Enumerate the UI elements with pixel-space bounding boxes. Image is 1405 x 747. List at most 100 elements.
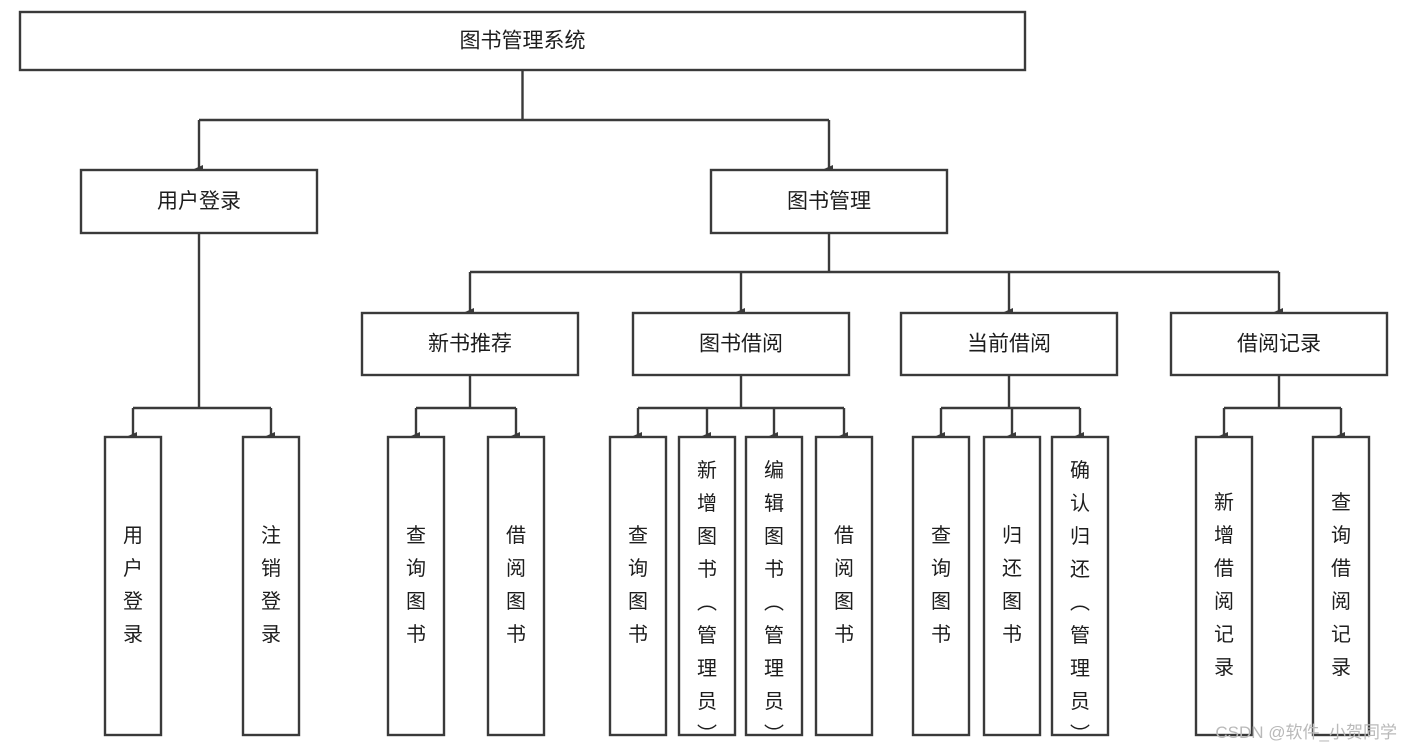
node-label-char: 销 bbox=[261, 557, 281, 580]
node-label-char: ︶ bbox=[764, 723, 784, 746]
node-label-char: 确 bbox=[1070, 459, 1090, 482]
node-label-char: 借 bbox=[834, 524, 854, 547]
node-borrow-record[interactable]: 借阅记录 bbox=[1169, 311, 1389, 377]
edges-layer bbox=[128, 70, 1345, 440]
node-label-char: 归 bbox=[1070, 525, 1090, 548]
node-label-char: 询 bbox=[406, 557, 426, 580]
node-label-char: 员 bbox=[1070, 691, 1090, 713]
node-label-char: 阅 bbox=[1331, 590, 1351, 613]
node-label-char: ︶ bbox=[697, 723, 717, 746]
level1-node-box bbox=[709, 168, 949, 235]
node-label-char: 户 bbox=[123, 557, 143, 580]
node-label: 图书管理 bbox=[787, 190, 871, 213]
node-label-char: 图 bbox=[506, 591, 526, 613]
node-label-char: 新 bbox=[1214, 491, 1234, 514]
node-label-char: 借 bbox=[506, 524, 526, 547]
node-label-char: 记 bbox=[1331, 623, 1351, 646]
node-label-char: 阅 bbox=[506, 557, 526, 580]
leaf-node-box bbox=[486, 435, 546, 737]
node-label-char: 录 bbox=[1331, 657, 1351, 679]
node-label-char: 借 bbox=[1214, 557, 1234, 580]
node-book-borrow[interactable]: 图书借阅 bbox=[631, 311, 851, 377]
node-label-char: 书 bbox=[506, 623, 526, 646]
node-label: 图书借阅 bbox=[699, 333, 783, 356]
node-label-char: 登 bbox=[261, 590, 281, 613]
edge-group-book-borrow bbox=[633, 375, 848, 440]
node-leaf-user-login[interactable]: 用户登录 bbox=[103, 435, 163, 737]
node-label-char: 借 bbox=[1331, 557, 1351, 580]
node-label-char: 管 bbox=[764, 624, 784, 647]
node-label-char: 增 bbox=[697, 492, 717, 515]
node-label-char: 书 bbox=[931, 623, 951, 646]
node-user-login[interactable]: 用户登录 bbox=[79, 168, 319, 235]
node-label-char: 图 bbox=[931, 591, 951, 613]
leaf-node-box bbox=[677, 435, 737, 737]
level2-node-box bbox=[631, 311, 851, 377]
level2-node-box bbox=[899, 311, 1119, 377]
edge-group-root bbox=[194, 70, 833, 173]
node-label-char: 理 bbox=[1070, 658, 1090, 680]
leaf-node-box bbox=[386, 435, 446, 737]
level2-node-box bbox=[360, 311, 580, 377]
edge-group-user-login bbox=[128, 233, 275, 440]
node-label: 用户登录 bbox=[157, 190, 241, 213]
node-label-char: 书 bbox=[764, 558, 784, 581]
node-label: 当前借阅 bbox=[967, 333, 1051, 356]
edge-group-new-book-recommend bbox=[411, 375, 520, 440]
node-label-char: 归 bbox=[1002, 524, 1022, 547]
node-label-char: 图 bbox=[406, 591, 426, 613]
node-label-char: 员 bbox=[764, 691, 784, 713]
node-label-char: 图 bbox=[764, 526, 784, 548]
node-label-char: 理 bbox=[697, 658, 717, 680]
level1-node-box bbox=[79, 168, 319, 235]
node-label-char: 新 bbox=[697, 459, 717, 482]
node-label-char: 书 bbox=[697, 558, 717, 581]
node-label-char: 员 bbox=[697, 691, 717, 713]
leaf-node-box bbox=[241, 435, 301, 737]
csdn-watermark: CSDN @软件_小贺同学 bbox=[1215, 723, 1397, 742]
root-node-box bbox=[18, 10, 1027, 72]
leaf-node-box bbox=[911, 435, 971, 737]
node-label-char: 还 bbox=[1002, 557, 1022, 580]
node-label-char: 辑 bbox=[764, 492, 784, 515]
node-label-char: ︵ bbox=[697, 592, 717, 614]
node-label-char: 还 bbox=[1070, 558, 1090, 581]
node-label-char: 书 bbox=[834, 623, 854, 646]
node-label-char: 图 bbox=[1002, 591, 1022, 613]
node-label-char: 阅 bbox=[834, 557, 854, 580]
node-current-borrow[interactable]: 当前借阅 bbox=[899, 311, 1119, 377]
node-label: 新书推荐 bbox=[428, 333, 512, 356]
node-label-char: 管 bbox=[697, 624, 717, 647]
node-label-char: 图 bbox=[697, 526, 717, 548]
node-label-char: 询 bbox=[628, 557, 648, 580]
edge-group-borrow-record bbox=[1219, 375, 1345, 440]
leaf-node-box bbox=[1194, 435, 1254, 737]
node-root[interactable]: 图书管理系统 bbox=[18, 10, 1027, 72]
node-label-char: 登 bbox=[123, 590, 143, 613]
edge-group-current-borrow bbox=[936, 375, 1084, 440]
node-label-char: ︵ bbox=[764, 592, 784, 614]
node-label-char: 用 bbox=[123, 525, 143, 547]
node-book-management[interactable]: 图书管理 bbox=[709, 168, 949, 235]
node-new-book-recommend[interactable]: 新书推荐 bbox=[360, 311, 580, 377]
node-label-char: 书 bbox=[1002, 623, 1022, 646]
node-label-char: 记 bbox=[1214, 623, 1234, 646]
node-label-char: 查 bbox=[931, 524, 951, 547]
node-label: 借阅记录 bbox=[1237, 333, 1321, 356]
node-label-char: 增 bbox=[1214, 524, 1234, 547]
leaf-node-box bbox=[1311, 435, 1371, 737]
